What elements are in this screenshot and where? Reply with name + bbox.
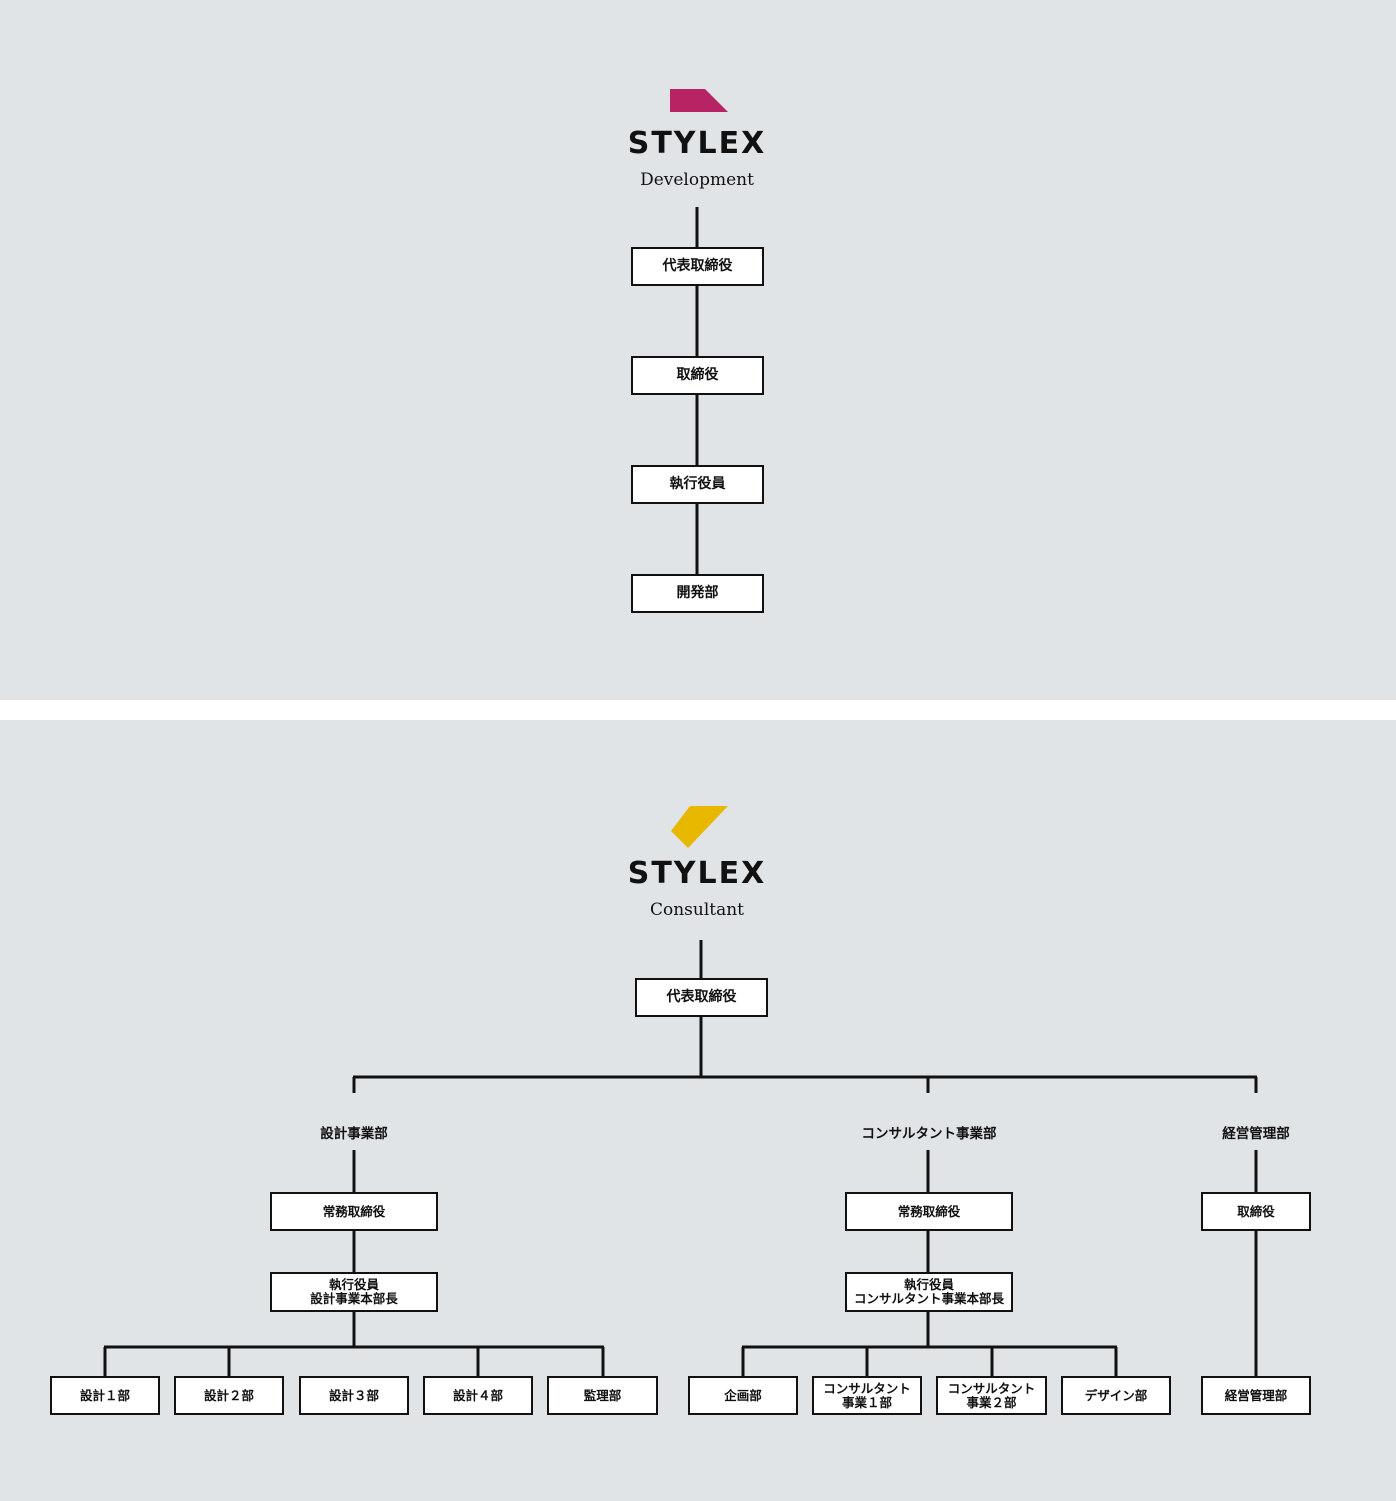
org-box-managing-director: 常務取締役 [270,1192,438,1231]
org-box-department: デザイン部 [1061,1376,1171,1415]
division-label-consulting: コンサルタント事業部 [861,1126,997,1142]
brand-subtitle: Consultant [649,900,745,920]
consultant-panel [0,720,1396,1501]
box-line: 事業２部 [966,1394,1017,1410]
org-box-executive-officer: 執行役員 コンサルタント事業本部長 [845,1272,1013,1312]
org-box-department: 設計１部 [50,1376,160,1415]
org-box-executive-officer: 執行役員 設計事業本部長 [270,1272,438,1312]
stylex-consultant-logo-mark [671,806,728,848]
org-box-department: 経営管理部 [1201,1376,1311,1415]
org-box-department: 設計２部 [174,1376,284,1415]
org-box-department: コンサルタント 事業２部 [936,1376,1047,1415]
box-line: コンサルタント事業本部長 [853,1291,1004,1306]
org-box-development-dept: 開発部 [631,574,764,613]
org-box-managing-director: 常務取締役 [845,1192,1013,1231]
brand-wordmark: STYLEX [627,126,767,161]
org-box-director: 取締役 [1201,1192,1311,1231]
box-line: 事業１部 [841,1394,892,1410]
box-line: 執行役員 [903,1277,954,1292]
division-label-design: 設計事業部 [320,1126,388,1142]
box-line: コンサルタント [947,1380,1036,1396]
org-box-executive-officers: 執行役員 [631,465,764,504]
box-line: デザイン部 [1084,1387,1148,1403]
org-box-ceo: 代表取締役 [631,247,764,286]
box-line: 設計事業本部長 [310,1291,398,1306]
brand-subtitle: Development [640,170,754,190]
org-box-directors: 取締役 [631,356,764,395]
org-box-department: 企画部 [688,1376,798,1415]
box-line: 執行役員 [328,1277,379,1292]
org-box-department: 設計４部 [423,1376,533,1415]
box-line: 企画部 [724,1387,762,1403]
box-line: コンサルタント [823,1380,911,1396]
org-box-department: 設計３部 [299,1376,409,1415]
org-box-department: 監理部 [547,1376,658,1415]
division-label-management: 経営管理部 [1222,1126,1290,1142]
org-box-ceo: 代表取締役 [635,978,768,1017]
stylex-development-logo-mark [670,89,728,112]
org-box-department: コンサルタント 事業１部 [812,1376,922,1415]
brand-wordmark: STYLEX [627,856,767,891]
